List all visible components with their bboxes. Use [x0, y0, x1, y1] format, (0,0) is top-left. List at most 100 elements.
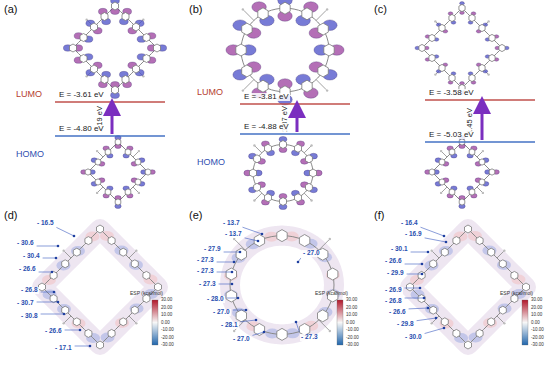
esp-value: - 27.0 — [212, 309, 231, 316]
colorbar-tick: 0.00 — [161, 321, 170, 326]
panel-letter: (f) — [374, 210, 384, 221]
methyl-group — [138, 150, 140, 152]
benzene-ring — [280, 2, 290, 14]
benzene-ring — [418, 295, 425, 303]
methyl-group — [434, 20, 436, 22]
energy-value: E = -3.58 eV — [428, 89, 475, 97]
leader-line — [43, 258, 56, 259]
colorbar-tick: 30.00 — [531, 298, 542, 303]
esp-value: - 27.0 — [302, 250, 321, 257]
esp-surface — [410, 229, 526, 345]
benzene-ring — [115, 139, 121, 145]
benzene-ring — [62, 260, 69, 268]
benzene-ring — [280, 141, 287, 149]
leader-line — [56, 227, 74, 236]
energy-value: E = -4.80 eV — [58, 125, 105, 133]
esp-patch — [130, 303, 144, 313]
benzene-ring — [441, 248, 448, 256]
esp-value: - 26.9 — [384, 287, 403, 294]
esp-patch — [71, 246, 85, 256]
leader-line — [411, 252, 428, 253]
benzene-ring — [145, 169, 151, 175]
methyl-group — [138, 192, 140, 194]
esp-value: - 30.8 — [20, 313, 39, 320]
colorbar-tick: 20.00 — [531, 306, 542, 311]
molecular-frame — [88, 142, 148, 202]
benzene-ring — [499, 260, 506, 268]
homo-level — [240, 133, 350, 135]
benzene-ring — [250, 169, 257, 177]
energy-value: E = -4.88 eV — [243, 123, 290, 131]
benzene-ring — [453, 329, 460, 337]
benzene-ring — [328, 268, 338, 280]
leader-line — [37, 302, 58, 303]
tert-butyl-group — [497, 251, 504, 258]
molecular-frame — [422, 8, 502, 88]
esp-point — [231, 271, 234, 274]
tert-butyl-group — [133, 152, 138, 157]
molecular-frame — [73, 6, 157, 90]
esp-point — [63, 313, 66, 316]
esp-point — [257, 240, 260, 243]
benzene-ring — [476, 237, 483, 245]
esp-value: - 26.6 — [388, 309, 407, 316]
esp-patch — [439, 246, 453, 256]
leader-line — [227, 298, 238, 299]
methyl-group — [310, 144, 312, 146]
leader-line — [245, 238, 258, 241]
benzene-ring — [439, 159, 445, 165]
esp-point — [295, 321, 298, 324]
benzene-ring — [112, 86, 119, 94]
colorbar-tick: 0.00 — [531, 321, 540, 326]
leader-line — [65, 330, 80, 331]
orbital-label: LUMO — [16, 90, 42, 99]
colorbar-tick: -30.00 — [531, 343, 544, 348]
esp-value: - 27.3 — [300, 334, 319, 341]
benzene-ring — [154, 44, 161, 52]
molecular-frame — [230, 236, 334, 335]
benzene-ring — [306, 183, 313, 191]
esp-value: - 29.9 — [386, 270, 405, 277]
methyl-group — [326, 8, 328, 10]
esp-value: - 30.4 — [22, 253, 41, 260]
leader-line — [243, 227, 263, 234]
colorbar-tick: 20.00 — [346, 306, 357, 311]
esp-point — [231, 283, 234, 286]
benzene-ring — [465, 341, 472, 349]
leader-line — [425, 238, 446, 242]
esp-value: - 26.8 — [384, 298, 403, 305]
esp-value: - 27.9 — [203, 246, 222, 253]
esp-point — [57, 301, 60, 304]
methyl-group — [482, 150, 484, 152]
benzene-ring — [80, 34, 87, 42]
benzene-ring — [439, 64, 445, 71]
tert-butyl-group — [255, 193, 262, 200]
methyl-group — [253, 144, 255, 146]
esp-point — [427, 251, 430, 254]
benzene-ring — [429, 34, 435, 41]
methyl-group — [233, 330, 235, 332]
benzene-ring — [499, 306, 506, 314]
benzene-ring — [299, 235, 309, 247]
colorbar-title: ESP (kcal/mol) — [130, 291, 163, 296]
colorbar-tick: -10.00 — [531, 328, 544, 333]
benzene-ring — [155, 283, 162, 291]
benzene-ring — [306, 155, 313, 163]
benzene-ring — [97, 341, 104, 349]
esp-value: - 13.7 — [222, 220, 241, 227]
benzene-ring — [318, 23, 328, 35]
methyl-group — [242, 89, 244, 91]
panel-letter: (b) — [189, 4, 202, 15]
orbital-label: HOMO — [197, 158, 225, 167]
esp-surface — [42, 229, 158, 345]
colorbar-tick: -20.00 — [346, 336, 359, 341]
esp-patch — [57, 304, 71, 314]
tert-butyl-group — [244, 80, 254, 90]
benzene-ring — [101, 13, 108, 21]
benzene-ring — [143, 34, 150, 42]
benzene-ring — [120, 248, 127, 256]
leader-line — [41, 292, 54, 293]
esp-value: - 16.4 — [400, 220, 419, 227]
methyl-group — [62, 249, 64, 251]
